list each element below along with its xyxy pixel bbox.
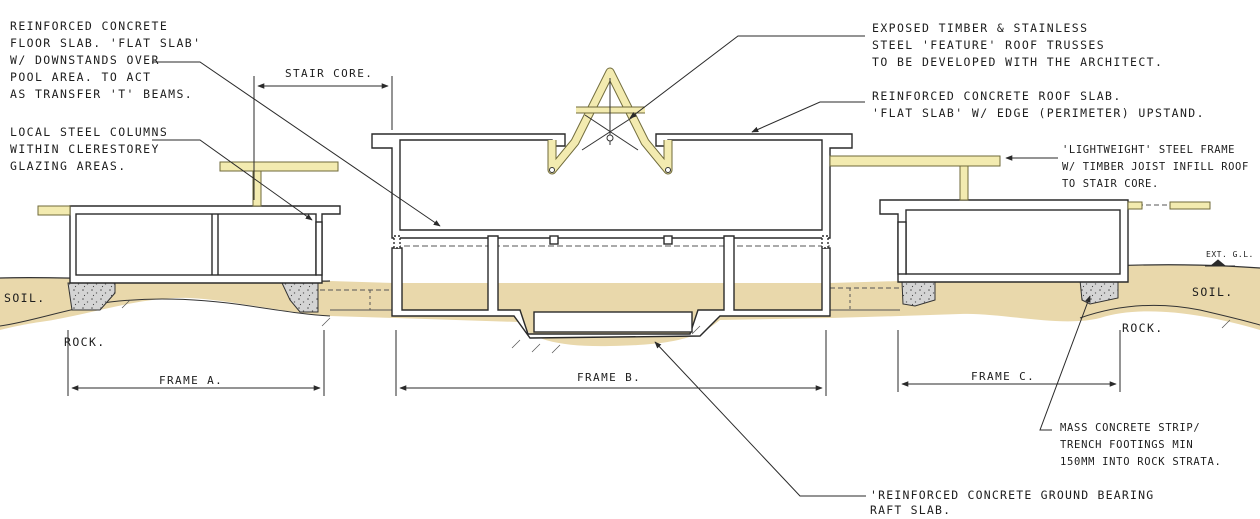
note-line: trench footings min — [1060, 439, 1194, 451]
note-line: to stair core. — [1062, 178, 1159, 190]
dim-label-stair-core: Stair core. — [282, 67, 377, 80]
note-line: pool area. to act — [10, 70, 152, 84]
note-raft-slab: 'Reinforced concrete ground bearing raft… — [870, 488, 1154, 518]
note-line: as transfer 'T' beams. — [10, 87, 194, 101]
note-roof-trusses: Exposed timber & stainless steel 'featur… — [872, 20, 1163, 71]
note-soil-right: Soil. — [1192, 285, 1234, 299]
note-line: Local steel columns — [10, 125, 169, 139]
frame-c-structure — [879, 199, 1129, 283]
leader-lines — [152, 35, 1235, 497]
note-line: glazing areas. — [10, 159, 127, 173]
note-line: 'Flat slab' w/ edge (perimeter) upstand. — [872, 106, 1205, 120]
note-ground-level: Ext. G.L. — [1206, 250, 1254, 259]
frame-b-structure — [371, 133, 853, 339]
note-steel-columns: Local steel columns within clerestorey g… — [10, 124, 168, 175]
dim-label-frame-b: Frame B. — [574, 371, 645, 384]
note-roof-slab: Reinforced concrete roof slab. 'Flat sla… — [872, 88, 1205, 122]
note-line: raft slab. — [870, 503, 952, 517]
note-line: Mass concrete strip/ — [1060, 422, 1201, 434]
note-line: floor slab. 'flat slab' — [10, 36, 202, 50]
ground-hatch — [121, 299, 1231, 354]
timber-elements — [37, 155, 1211, 216]
note-line: steel 'feature' roof trusses — [872, 38, 1106, 52]
dim-label-frame-c: Frame C. — [968, 370, 1039, 383]
note-line: 'Reinforced concrete ground bearing — [870, 488, 1155, 502]
note-floor-slab: Reinforced concrete floor slab. 'flat sl… — [10, 18, 201, 103]
note-rock-right: Rock. — [1122, 321, 1164, 335]
note-line: 150mm into rock strata. — [1060, 456, 1222, 468]
note-footings: Mass concrete strip/ trench footings min… — [1060, 420, 1222, 471]
note-soil-left: Soil. — [4, 291, 46, 305]
note-line: Reinforced concrete roof slab. — [872, 89, 1122, 103]
note-line: w/ timber joist infill roof — [1062, 161, 1249, 173]
frame-a-structure — [69, 205, 341, 284]
note-line: to be developed with the architect. — [872, 55, 1164, 69]
note-rock-left: Rock. — [64, 335, 106, 349]
note-line: Reinforced concrete — [10, 19, 169, 33]
note-line: w/ downstands over — [10, 53, 160, 67]
note-line: within clerestorey — [10, 142, 160, 156]
note-line: Exposed timber & stainless — [872, 21, 1089, 35]
note-steel-frame: 'Lightweight' steel frame w/ timber jois… — [1062, 142, 1249, 193]
note-line: 'Lightweight' steel frame — [1062, 144, 1236, 156]
roof-truss — [547, 67, 673, 175]
dim-label-frame-a: Frame A. — [156, 374, 227, 387]
dimension-lines — [67, 76, 1121, 396]
